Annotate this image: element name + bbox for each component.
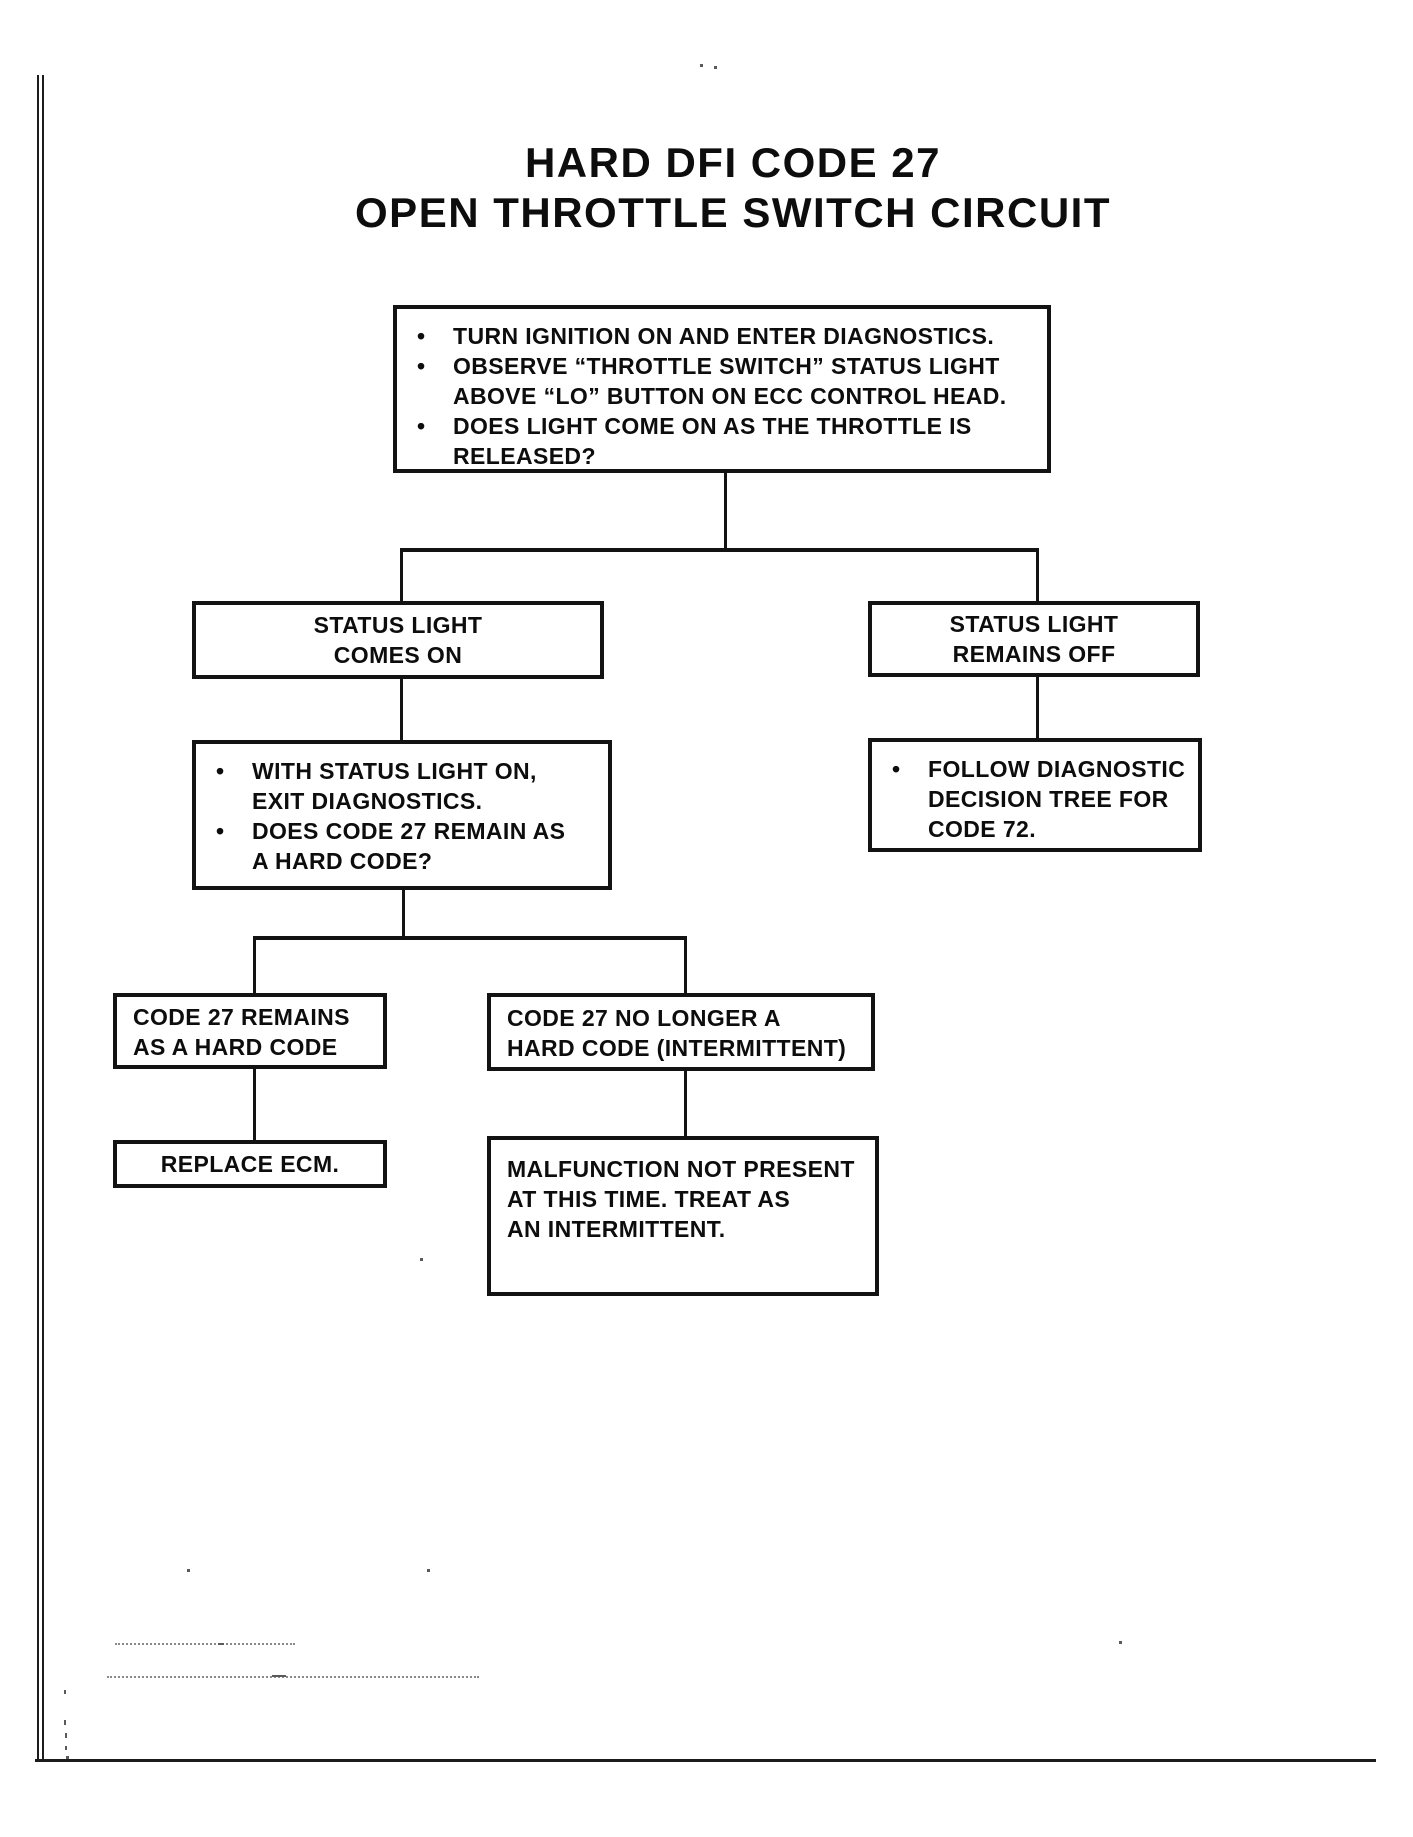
bullet-line: EXIT DIAGNOSTICS.	[210, 786, 600, 816]
bullet-line: DECISION TREE FOR	[886, 784, 1190, 814]
bullet-line: DOES CODE 27 REMAIN AS	[210, 816, 600, 846]
flowchart-box-start: TURN IGNITION ON AND ENTER DIAGNOSTICS. …	[393, 305, 1051, 473]
bullet-line: FOLLOW DIAGNOSTIC	[886, 754, 1190, 784]
page-title-line1: HARD DFI CODE 27	[524, 139, 942, 186]
bullet-line: CODE 72.	[886, 814, 1190, 844]
bullet-text: OBSERVE “THROTTLE SWITCH” STATUS LIGHT	[453, 353, 1000, 379]
page-border-bottom	[35, 1759, 1376, 1762]
page-border-left-inner	[42, 75, 44, 1762]
scan-artifact	[700, 64, 703, 67]
connector-drop-left-1	[400, 548, 403, 603]
scan-artifact	[64, 1720, 66, 1725]
box-text-line: COMES ON	[333, 642, 463, 668]
bullet-line: ABOVE “LO” BUTTON ON ECC CONTROL HEAD.	[411, 381, 1039, 411]
connector-drop-right-2	[1036, 677, 1039, 740]
box-text-line: AN INTERMITTENT.	[507, 1216, 726, 1242]
connector-drop-left-4	[253, 1069, 256, 1142]
bullet-icon	[411, 411, 453, 441]
flowchart-box-replace-ecm: REPLACE ECM.	[113, 1140, 387, 1188]
scan-artifact	[427, 1569, 430, 1572]
box-text-line: REMAINS OFF	[952, 641, 1116, 667]
box-text-line: CODE 27 NO LONGER A	[507, 1005, 781, 1031]
flowchart-box-status-light-remains-off: STATUS LIGHT REMAINS OFF	[868, 601, 1200, 677]
scan-artifact	[218, 1643, 224, 1645]
bullet-line: TURN IGNITION ON AND ENTER DIAGNOSTICS.	[411, 321, 1039, 351]
connector-drop-right-1	[1036, 548, 1039, 603]
bullet-icon	[210, 756, 252, 786]
bullet-line: WITH STATUS LIGHT ON,	[210, 756, 600, 786]
flowchart-box-status-light-comes-on: STATUS LIGHT COMES ON	[192, 601, 604, 679]
flowchart-box-code-27-no-longer: CODE 27 NO LONGER A HARD CODE (INTERMITT…	[487, 993, 875, 1071]
bullet-icon	[411, 321, 453, 351]
box-text-line: AT THIS TIME. TREAT AS	[507, 1186, 791, 1212]
scan-artifact	[1119, 1641, 1122, 1644]
bullet-text: EXIT DIAGNOSTICS.	[252, 788, 483, 814]
bullet-icon	[886, 754, 928, 784]
connector-drop-right-4	[684, 1071, 687, 1138]
connector-stem-start	[724, 473, 727, 550]
box-text-line: AS A HARD CODE	[133, 1034, 338, 1060]
connector-branch-2	[253, 936, 687, 940]
connector-stem-exit	[402, 890, 405, 940]
scan-artifact	[187, 1569, 190, 1572]
connector-drop-right-3	[684, 936, 687, 995]
page-border-left-outer	[37, 75, 39, 1762]
scan-artifact	[115, 1643, 295, 1645]
bullet-icon	[210, 816, 252, 846]
bullet-text: CODE 72.	[928, 816, 1037, 842]
scan-artifact	[272, 1675, 286, 1677]
box-text-line: CODE 27 REMAINS	[133, 1004, 350, 1030]
scan-artifact	[65, 1733, 67, 1738]
scan-artifact	[107, 1676, 479, 1678]
box-text-line: HARD CODE (INTERMITTENT)	[507, 1035, 847, 1061]
flowchart-box-exit-diagnostics: WITH STATUS LIGHT ON, EXIT DIAGNOSTICS. …	[192, 740, 612, 890]
bullet-text: A HARD CODE?	[252, 848, 433, 874]
page-title-line2: OPEN THROTTLE SWITCH CIRCUIT	[355, 189, 1111, 236]
bullet-text: TURN IGNITION ON AND ENTER DIAGNOSTICS.	[453, 323, 995, 349]
connector-branch-1	[400, 548, 1039, 552]
flowchart-box-malfunction-not-present: MALFUNCTION NOT PRESENT AT THIS TIME. TR…	[487, 1136, 879, 1296]
bullet-text: FOLLOW DIAGNOSTIC	[928, 756, 1186, 782]
bullet-line: A HARD CODE?	[210, 846, 600, 876]
scan-artifact	[714, 66, 717, 69]
bullet-icon	[411, 351, 453, 381]
scan-artifact	[64, 1690, 66, 1694]
connector-drop-left-2	[400, 679, 403, 742]
bullet-text: DECISION TREE FOR	[928, 786, 1169, 812]
bullet-text: ABOVE “LO” BUTTON ON ECC CONTROL HEAD.	[453, 383, 1007, 409]
bullet-text: DOES CODE 27 REMAIN AS	[252, 818, 566, 844]
scan-artifact	[420, 1258, 423, 1261]
bullet-text: DOES LIGHT COME ON AS THE THROTTLE IS	[453, 413, 972, 439]
bullet-line: OBSERVE “THROTTLE SWITCH” STATUS LIGHT	[411, 351, 1039, 381]
scan-artifact	[66, 1756, 69, 1759]
box-text-line: REPLACE ECM.	[160, 1151, 340, 1177]
bullet-line: DOES LIGHT COME ON AS THE THROTTLE IS	[411, 411, 1039, 441]
box-text-line: STATUS LIGHT	[949, 611, 1119, 637]
box-text-line: MALFUNCTION NOT PRESENT	[507, 1156, 855, 1182]
bullet-text: RELEASED?	[453, 443, 596, 469]
bullet-text: WITH STATUS LIGHT ON,	[252, 758, 537, 784]
scan-artifact	[65, 1746, 67, 1750]
flowchart-box-code-27-remains: CODE 27 REMAINS AS A HARD CODE	[113, 993, 387, 1069]
page-title: HARD DFI CODE 27 OPEN THROTTLE SWITCH CI…	[53, 138, 1413, 238]
connector-drop-left-3	[253, 936, 256, 995]
bullet-line: RELEASED?	[411, 441, 1039, 471]
flowchart-box-follow-code-72: FOLLOW DIAGNOSTIC DECISION TREE FOR CODE…	[868, 738, 1202, 852]
box-text-line: STATUS LIGHT	[313, 612, 483, 638]
